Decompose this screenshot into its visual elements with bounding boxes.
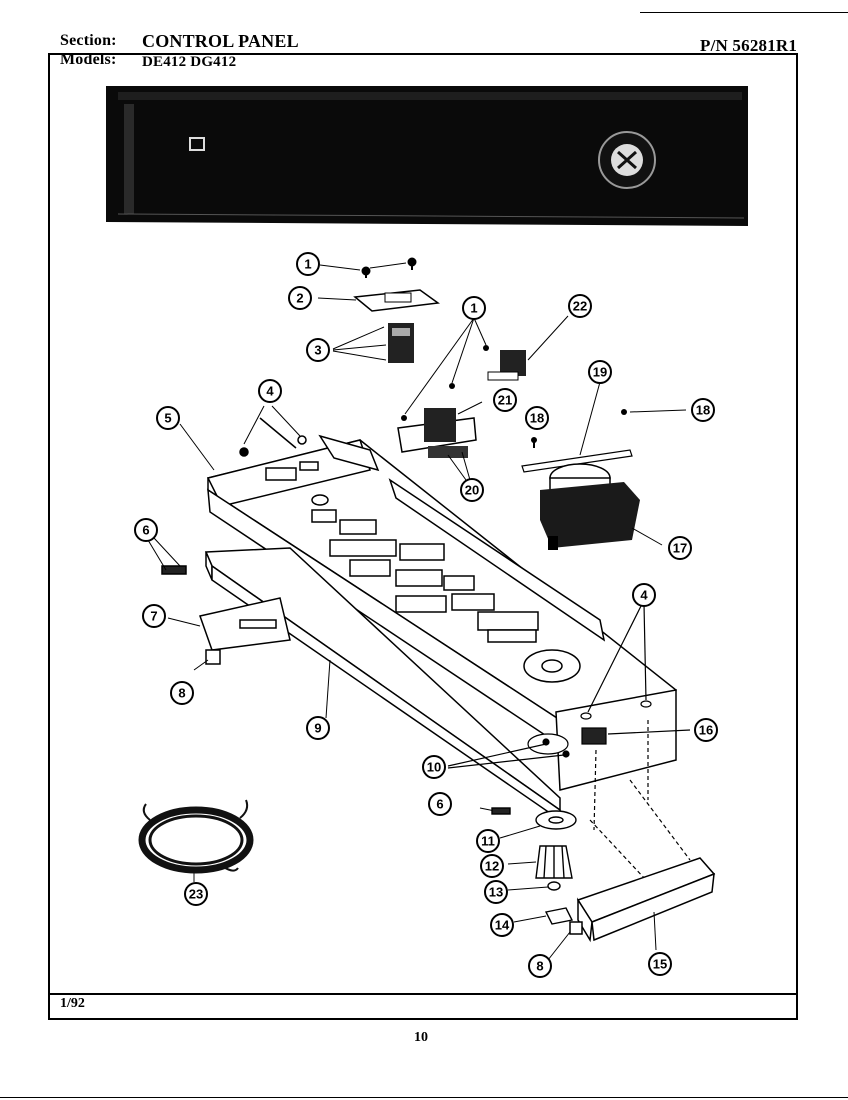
callout-number: 17 [673, 541, 687, 556]
callout-number: 10 [427, 760, 441, 775]
footer-divider [48, 993, 798, 995]
callout-number: 14 [495, 918, 510, 933]
revision-date: 1/92 [60, 996, 85, 1011]
callout-number: 6 [436, 797, 443, 812]
callout-number: 15 [653, 957, 667, 972]
switch-assembly-21 [397, 401, 483, 481]
diagram-frame [48, 53, 798, 1020]
callout-number: 4 [640, 588, 648, 603]
callout-7: 7 [142, 604, 166, 628]
lower-hardware [447, 603, 691, 881]
callout-16: 16 [694, 718, 718, 742]
callout-19: 19 [588, 360, 612, 384]
callout-number: 23 [189, 887, 203, 902]
timer-strap-19 [521, 381, 687, 473]
callout-number: 18 [696, 403, 710, 418]
console-panel-face [106, 86, 748, 226]
top-edge-rule [640, 12, 848, 13]
callout-14: 14 [490, 913, 514, 937]
callout-number: 19 [593, 365, 607, 380]
callout-2: 2 [288, 286, 312, 310]
callout-21: 21 [493, 388, 517, 412]
callout-number: 22 [573, 299, 587, 314]
callout-number: 2 [296, 291, 303, 306]
callout-number: 8 [536, 959, 543, 974]
section-title: CONTROL PANEL [142, 31, 299, 51]
page-number: 10 [414, 1030, 428, 1045]
callout-1: 1 [296, 252, 320, 276]
indicator-plate [317, 289, 440, 312]
callout-3: 3 [306, 338, 330, 362]
part-number: P/N 56281R1 [700, 36, 798, 55]
screws-top [319, 257, 417, 278]
callout-number: 21 [498, 393, 512, 408]
callout-4: 4 [258, 379, 282, 403]
callout-number: 6 [142, 523, 149, 538]
callout-23: 23 [184, 882, 208, 906]
callout-8: 8 [528, 954, 552, 978]
callout-12: 12 [480, 854, 504, 878]
callout-11: 11 [476, 829, 500, 853]
callout-8: 8 [170, 681, 194, 705]
callout-10: 10 [422, 755, 446, 779]
callout-9: 9 [306, 716, 330, 740]
callout-number: 5 [164, 411, 171, 426]
front-rail-9 [204, 547, 561, 822]
callout-number: 1 [304, 257, 311, 272]
callout-number: 13 [489, 885, 503, 900]
callout-17: 17 [668, 536, 692, 560]
callout-18: 18 [691, 398, 715, 422]
indicator-window-icon [189, 137, 205, 151]
callout-number: 16 [699, 723, 713, 738]
wire-harness-23 [138, 799, 254, 882]
switch-22 [401, 315, 569, 421]
callout-number: 7 [150, 609, 157, 624]
callout-1: 1 [462, 296, 486, 320]
end-cap-15 [547, 857, 716, 961]
callout-number: 11 [481, 834, 495, 849]
models-list: DE412 DG412 [142, 54, 237, 70]
knob-stack [479, 807, 577, 925]
bottom-edge-rule [0, 1097, 848, 1098]
timer-17 [540, 463, 663, 550]
callout-15: 15 [648, 952, 672, 976]
section-label: Section: [60, 32, 117, 49]
callout-number: 18 [530, 411, 544, 426]
callout-number: 20 [465, 483, 479, 498]
callout-20: 20 [460, 478, 484, 502]
callout-number: 8 [178, 686, 185, 701]
callout-4: 4 [632, 583, 656, 607]
bracket-7 [147, 537, 291, 671]
callout-number: 1 [470, 301, 477, 316]
indicator-lamp [332, 323, 414, 363]
callout-number: 4 [266, 384, 274, 399]
callout-6: 6 [428, 792, 452, 816]
callout-number: 3 [314, 343, 321, 358]
models-label: Models: [60, 51, 117, 68]
callout-13: 13 [484, 880, 508, 904]
callout-number: 12 [485, 859, 499, 874]
callout-6: 6 [134, 518, 158, 542]
callout-22: 22 [568, 294, 592, 318]
callout-5: 5 [156, 406, 180, 430]
callout-number: 9 [314, 721, 321, 736]
callout-18: 18 [525, 406, 549, 430]
